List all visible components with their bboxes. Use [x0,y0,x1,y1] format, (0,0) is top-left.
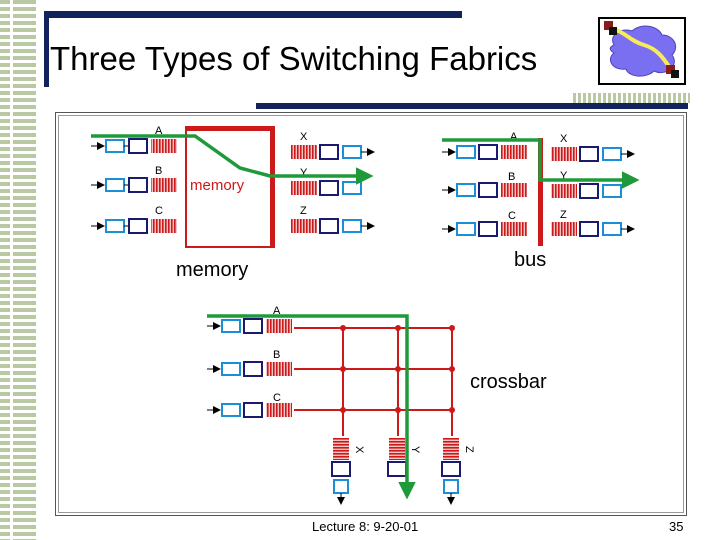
crossbar-output-label-x: X [353,446,365,454]
bus-green-path [442,138,640,189]
crossbar-output-label-y: Y [409,446,421,454]
bus-fabric: A B C X Y Z bus [442,131,640,271]
left-decorative-stripe [0,0,36,540]
bus-output-label-x: X [560,133,568,145]
crossbar-output-label-z: Z [463,446,475,453]
memory-input-label-c: C [155,205,163,217]
crossbar-input-ports [207,318,292,418]
right-decorative-stripe [573,93,690,103]
memory-output-ports [291,144,375,234]
bus-line [538,138,543,246]
figure-frame [55,112,687,516]
memory-inner-label: memory [190,177,245,194]
memory-green-path [91,134,374,185]
crossbar-fabric: A B C X Y Z crossbar [207,305,547,505]
crossbar-green-path [207,314,416,500]
bus-output-ports [551,146,635,237]
bus-output-label-z: Z [560,209,567,221]
crossbar-input-label-c: C [273,392,281,404]
bus-input-label-c: C [508,210,516,222]
memory-fabric: A B C X Y Z memory memory [91,125,375,281]
bus-input-label-a: A [510,131,518,143]
crossbar-output-ports [331,438,461,505]
title-top-bar [44,11,462,18]
crossbar-input-label-a: A [273,305,281,317]
bus-output-label-y: Y [560,170,568,182]
memory-output-label-y: Y [300,167,308,179]
bus-input-label-b: B [508,171,515,183]
memory-input-label-b: B [155,165,162,177]
crossbar-label: crossbar [470,371,547,393]
memory-input-ports [91,138,177,234]
memory-input-label-a: A [155,125,163,137]
memory-label: memory [176,259,248,281]
footer-lecture: Lecture 8: 9-20-01 [312,519,419,534]
memory-output-label-z: Z [300,205,307,217]
memory-output-label-x: X [300,131,308,143]
bus-input-ports [442,144,527,237]
crossbar-input-label-b: B [273,349,280,361]
network-cloud-icon [598,17,686,85]
page-number: 35 [669,519,684,534]
title-left-bar [44,11,49,87]
slide-title: Three Types of Switching Fabrics [50,40,538,77]
bus-label: bus [514,249,546,271]
title-underline-bar [256,103,688,109]
